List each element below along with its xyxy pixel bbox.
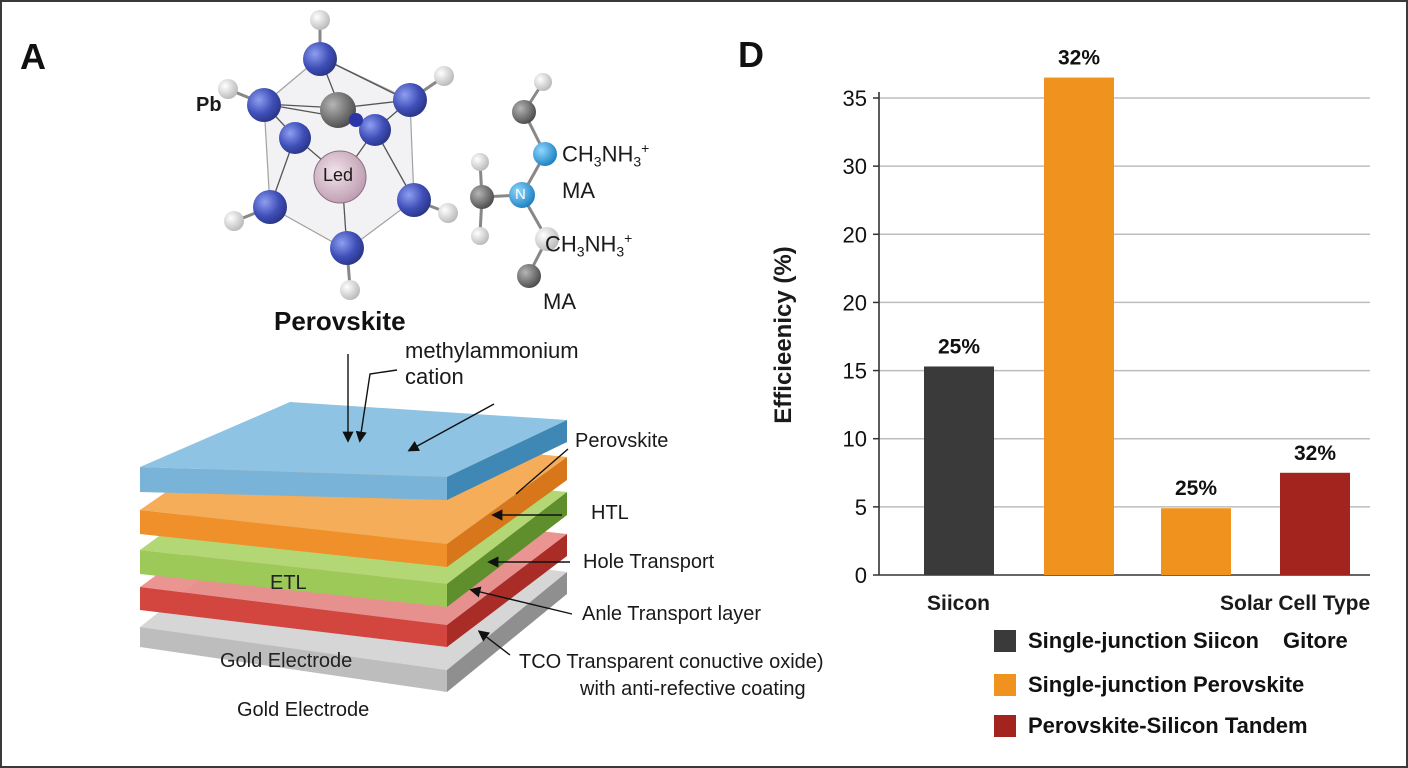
bar	[924, 366, 994, 575]
etl-layer-text: ETL	[270, 572, 307, 594]
cation-callout-line2: cation	[405, 364, 464, 389]
ma-label-2: MA	[543, 289, 576, 314]
perovskite-title: Perovskite	[274, 306, 406, 336]
cation-formula-2: CH3NH3+	[545, 230, 633, 260]
legend-label: Single-junction Siicon	[1028, 628, 1259, 653]
panel-a-letter: A	[20, 36, 46, 77]
y-tick-label: 5	[855, 495, 867, 520]
y-tick-label: 20	[843, 290, 867, 315]
gold-electrode-layer-text: Gold Electrode	[220, 650, 353, 672]
y-tick-label: 35	[843, 86, 867, 111]
legend-swatch	[994, 630, 1016, 652]
y-tick-label: 10	[843, 427, 867, 452]
bar-value-label: 25%	[938, 335, 980, 358]
x-category-label-1: Siicon	[927, 592, 991, 615]
bar-value-label: 32%	[1058, 47, 1100, 70]
nitrogen-label: N	[515, 186, 526, 203]
tco-label-line1: TCO Transparent conuctive oxide)	[519, 651, 824, 673]
anle-transport-label: Anle Transport layer	[582, 603, 761, 625]
perovskite-molecule-illustration	[218, 10, 559, 300]
legend-label: Single-junction Perovskite	[1028, 672, 1305, 697]
y-tick-label: 20	[843, 222, 867, 247]
bar-value-label: 25%	[1175, 477, 1217, 500]
legend-extra-label: Gitore	[1283, 628, 1348, 653]
y-tick-label: 30	[843, 154, 867, 179]
center-atom-label: Led	[323, 165, 354, 185]
ma-label-1: MA	[562, 178, 595, 203]
legend-item-single-junction-perovskite: Single-junction Perovskite	[994, 672, 1304, 698]
htl-layer-label: HTL	[591, 502, 629, 524]
y-tick-label: 15	[843, 359, 867, 384]
bar	[1044, 77, 1114, 576]
device-stack-illustration	[140, 354, 573, 692]
cation-formula-1: CH3NH3+	[562, 140, 650, 170]
pb-label: Pb	[196, 94, 222, 116]
bar	[1161, 508, 1231, 575]
legend-label: Perovskite-Silicon Tandem	[1028, 713, 1308, 738]
cation-callout-line1: methylammonium	[405, 338, 579, 363]
gold-electrode-label: Gold Electrode	[237, 699, 370, 721]
bar-value-label: 32%	[1294, 442, 1336, 465]
legend-swatch	[994, 715, 1016, 737]
hole-transport-label: Hole Transport	[583, 551, 715, 573]
panel-d-letter: D	[738, 34, 764, 75]
legend-swatch	[994, 674, 1016, 696]
x-axis-label: Solar Cell Type	[1220, 592, 1371, 615]
y-tick-label: 0	[855, 563, 867, 588]
legend-item-single-junction-silicon: Single-junction Siicon Gitore	[994, 628, 1348, 654]
tco-label-line2: with anti-refective coating	[580, 678, 806, 700]
y-axis-label: Efficieenicy (%)	[770, 246, 797, 424]
perovskite-layer-label: Perovskite	[575, 430, 669, 452]
bar	[1280, 472, 1350, 575]
legend-item-perovskite-silicon-tandem: Perovskite-Silicon Tandem	[994, 713, 1308, 739]
